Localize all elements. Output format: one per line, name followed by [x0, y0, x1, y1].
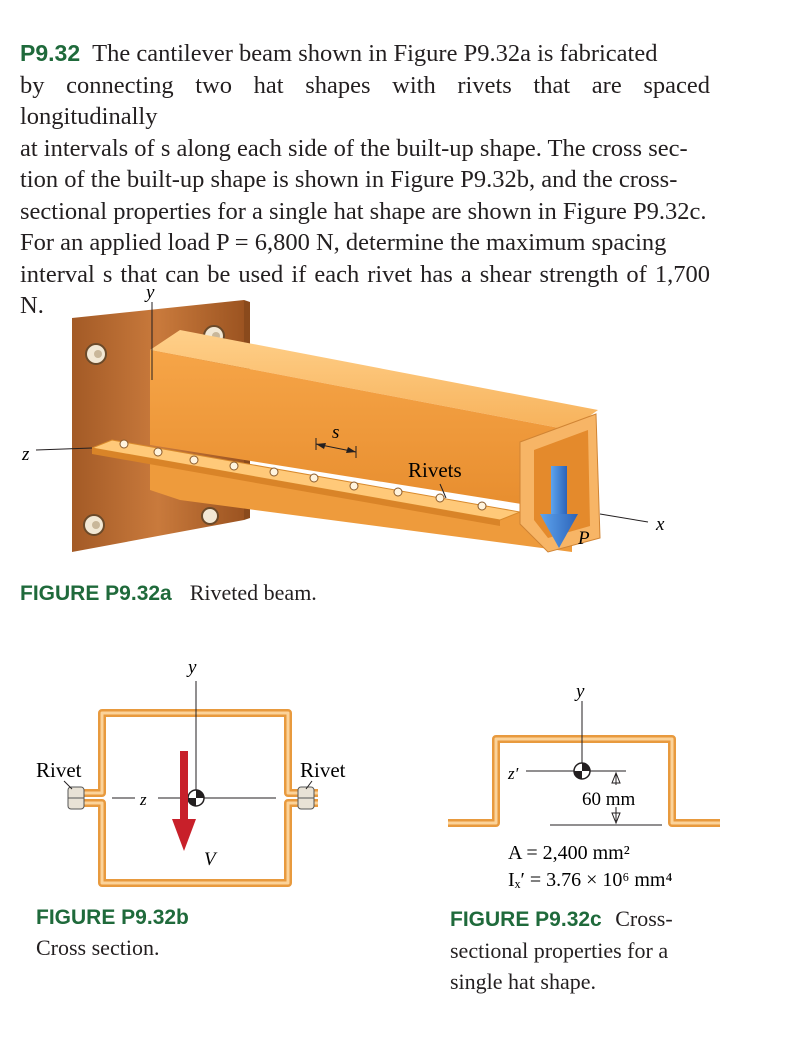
single-hat-shape [448, 735, 720, 827]
figure-c-caption-text: Cross-sectional properties for a single … [450, 906, 673, 994]
figure-c-caption: FIGURE P9.32c Cross-sectional properties… [450, 903, 720, 997]
axis-z-label: z [21, 444, 30, 465]
load-label: P [577, 528, 590, 549]
problem-line-2: by connecting two hat shapes with rivets… [20, 71, 710, 131]
axis-z-label: z′ [507, 764, 519, 783]
problem-line-6: For an applied load P = 6,800 N, determi… [20, 229, 667, 256]
beam-side-face [150, 350, 572, 512]
figure-c-hat-shape: y z′ 60 mm A = 2,400 mm² Iₓ′ = 3.76 × 10… [448, 681, 720, 891]
axis-y-label: y [144, 282, 155, 303]
rivet-right-icon [297, 786, 315, 810]
rivet-left-label: Rivet [36, 758, 82, 782]
rivet-row [119, 439, 487, 511]
area-text: A = 2,400 mm² [508, 842, 630, 864]
problem-line-5: sectional properties for a single hat sh… [20, 197, 707, 225]
axis-z-label: z [139, 790, 147, 809]
beam-top-face [150, 330, 598, 430]
figure-a-label: FIGURE P9.32a [20, 582, 172, 605]
rivet-right-label: Rivet [300, 758, 346, 782]
load-arrow-icon [540, 466, 578, 548]
axis-z-line [35, 447, 93, 451]
problem-line-7: interval s that can be used if each rive… [20, 260, 710, 320]
rivet-left-icon [67, 786, 85, 810]
figure-a-caption-text: Riveted beam. [189, 580, 317, 605]
upper-hat-shape [70, 709, 318, 797]
lower-hat-shape [70, 799, 318, 887]
figure-a-caption: FIGURE P9.32a Riveted beam. [20, 580, 317, 606]
spacing-label: s [332, 422, 339, 443]
axis-y-label: y [186, 657, 197, 678]
figure-c-label: FIGURE P9.32c [450, 908, 602, 931]
problem-line-3: at intervals of s along each side of the… [20, 134, 688, 162]
figure-a-beam: y z x s Rivets P [21, 282, 665, 553]
bolt-icon [85, 343, 107, 365]
axis-x-label: x [655, 514, 665, 535]
bolt-icon [83, 514, 105, 536]
dimension-label: 60 mm [582, 789, 636, 810]
rivets-label: Rivets [408, 458, 462, 482]
figure-b-caption-text: Cross section. [36, 935, 160, 960]
figure-b-label: FIGURE P9.32b [36, 906, 189, 929]
shear-arrow-icon [172, 751, 196, 851]
problem-line-4: tion of the built-up shape is shown in F… [20, 166, 678, 193]
problem-number: P9.32 [20, 40, 81, 66]
axis-x-line [599, 513, 649, 523]
centroid-icon [187, 789, 205, 807]
figure-b-cross-section: Rivet Rivet y z V [36, 657, 346, 887]
figure-b-caption: FIGURE P9.32b Cross section. [36, 903, 189, 963]
centroid-icon [573, 762, 591, 780]
shear-label: V [204, 849, 218, 870]
inertia-text: Iₓ′ = 3.76 × 10⁶ mm⁴ [508, 869, 672, 891]
axis-y-label: y [574, 681, 585, 702]
bolt-icon [201, 507, 219, 525]
